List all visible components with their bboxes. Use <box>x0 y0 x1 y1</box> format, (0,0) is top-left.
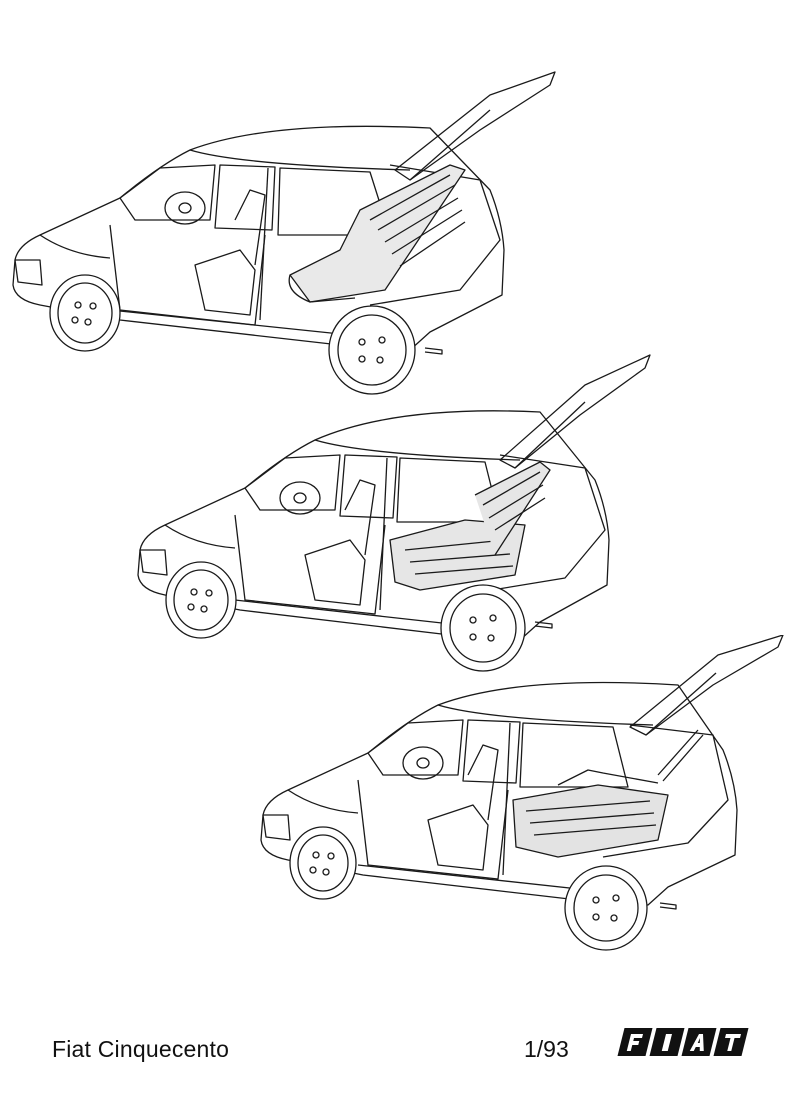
car-view-rear-seat-folded-flat <box>258 635 788 965</box>
car-drawing <box>137 354 651 672</box>
car-view-rear-seat-upright <box>10 70 560 400</box>
fiat-logo <box>617 1028 749 1056</box>
caption-title: Fiat Cinquecento <box>52 1036 230 1062</box>
car-view-rear-seat-folded-half <box>135 350 655 680</box>
car-illustration <box>10 70 788 965</box>
caption-date: 1/93 <box>524 1036 569 1062</box>
car-drawing <box>260 635 784 951</box>
car-drawing <box>12 71 556 395</box>
